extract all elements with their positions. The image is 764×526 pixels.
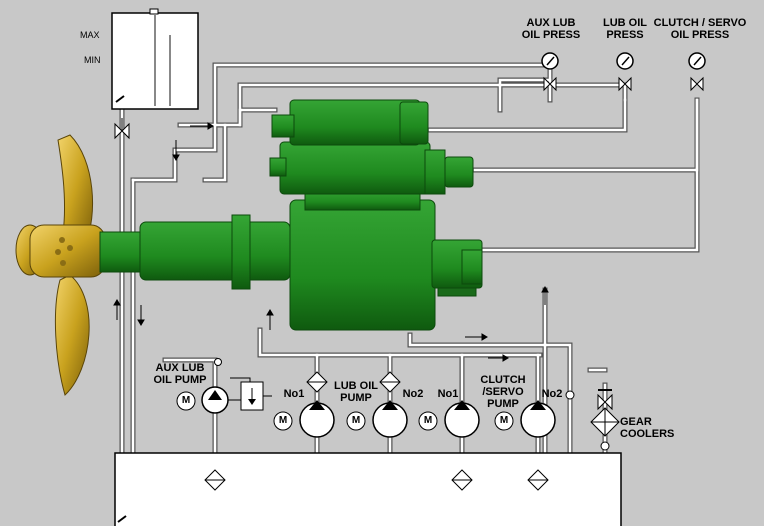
aux-pump-motor-label: M: [181, 395, 191, 406]
clutch-pump-no2-label: No2: [541, 388, 563, 400]
clutch-servo-oil-press-label: CLUTCH / SERVO OIL PRESS: [653, 17, 747, 41]
gearbox: [99, 99, 483, 331]
lub-oil-pump-label: LUB OIL PUMP: [334, 380, 378, 404]
gear-coolers-label: GEAR COOLERS: [620, 416, 675, 440]
lub-oil-pump-no2: [346, 400, 408, 438]
sump-tank: [114, 452, 622, 526]
clutch-pump-no1-label: No1: [437, 388, 459, 400]
lub-oil-pressure-gauge: [616, 52, 634, 92]
aux-lub-oil-press-label: AUX LUB OIL PRESS: [521, 17, 581, 41]
clutch-servo-pump-no2: [494, 400, 556, 438]
pumps: [176, 377, 556, 438]
filters: [204, 371, 549, 491]
clutch-pump1-motor-label: M: [423, 415, 433, 426]
tank-min-label: MIN: [84, 55, 101, 65]
lub-pump-no1-label: No1: [283, 388, 305, 400]
aux-lub-oil-pump-label: AUX LUB OIL PUMP: [153, 362, 207, 386]
clutch-servo-pump-no1: [418, 400, 480, 438]
pressure-gauges: [541, 52, 706, 92]
clutch-servo-pressure-gauge: [688, 52, 706, 92]
flow-arrows: [113, 122, 549, 362]
tank-max-label: MAX: [80, 30, 100, 40]
aux-lub-oil-pump: [176, 377, 272, 414]
lub-pump-no2-label: No2: [402, 388, 424, 400]
lub-oil-press-label: LUB OIL PRESS: [603, 17, 647, 41]
lub-oil-pump-no1: [273, 400, 335, 438]
clutch-pump2-motor-label: M: [499, 415, 509, 426]
clutch-servo-pump-label: CLUTCH /SERVO PUMP: [480, 374, 526, 410]
valves: [114, 118, 613, 411]
aux-lub-pressure-gauge: [541, 52, 559, 92]
lub-pump2-motor-label: M: [351, 415, 361, 426]
gear-cooler: [590, 407, 620, 451]
lub-pump1-motor-label: M: [278, 415, 288, 426]
propeller: [15, 134, 106, 396]
header-tank: [111, 8, 199, 110]
